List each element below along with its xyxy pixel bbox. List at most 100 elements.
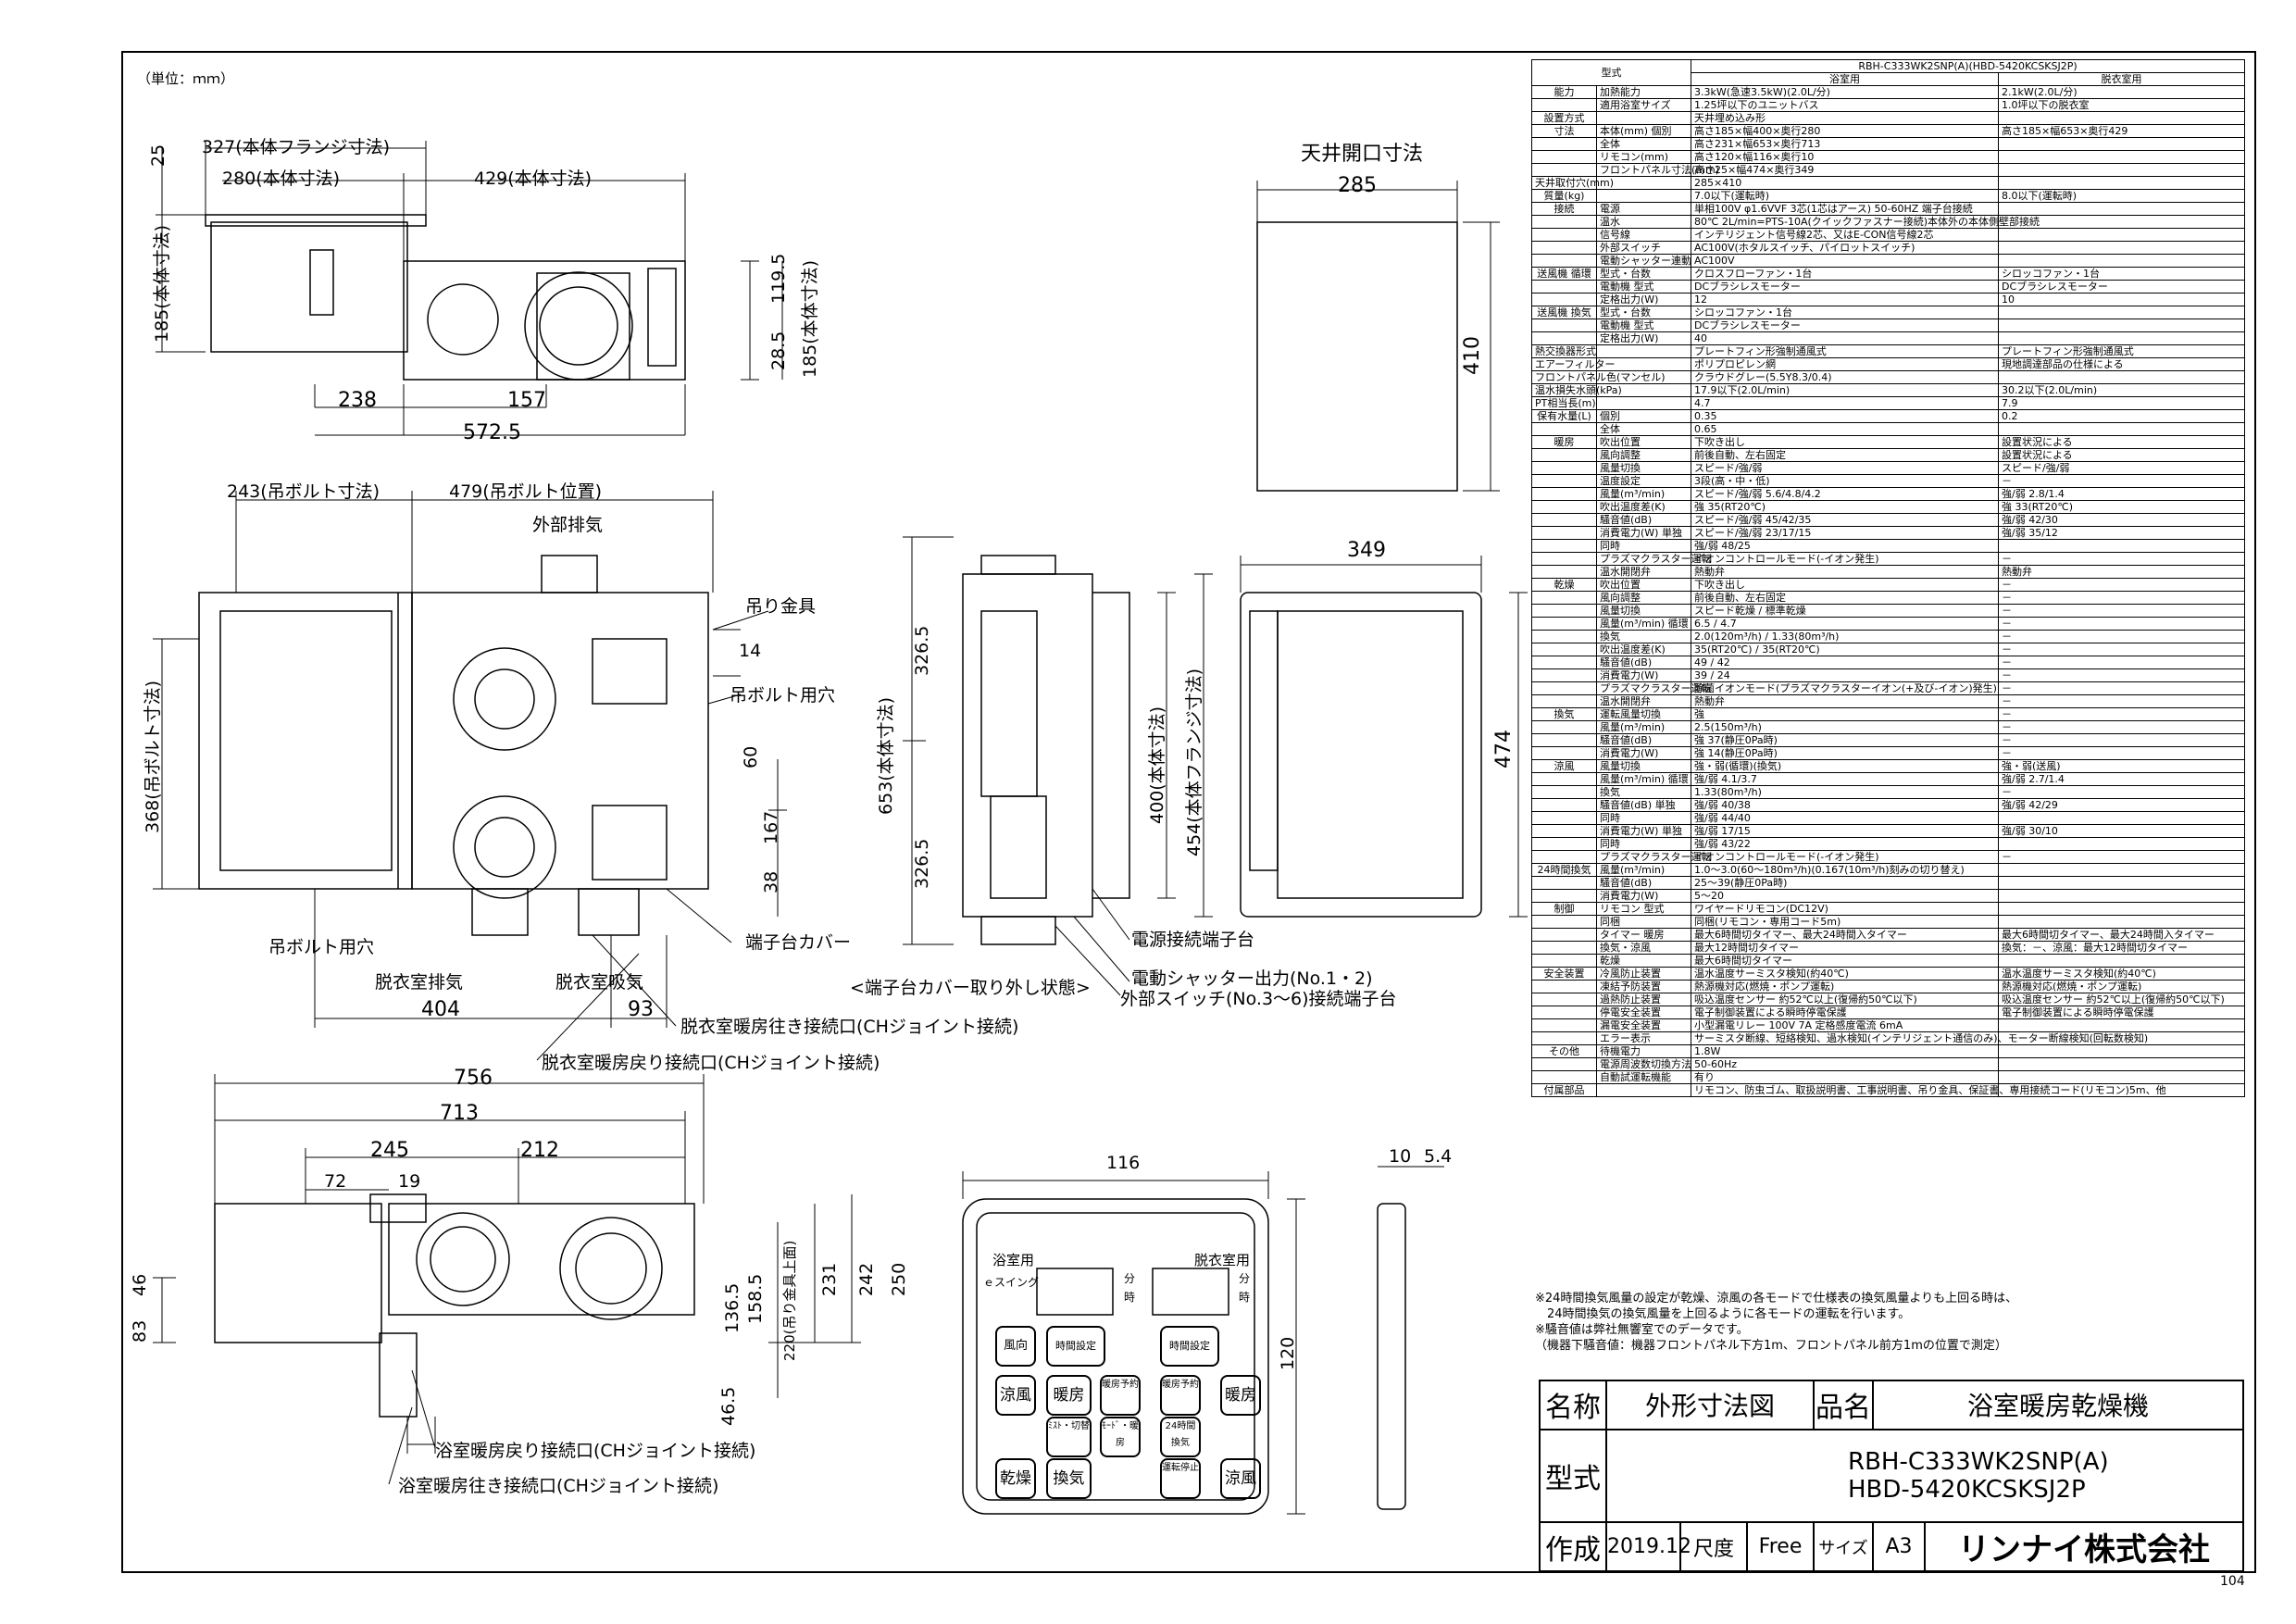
- spec-item: 温水: [1596, 215, 1691, 229]
- spec-item: 騒音値(dB): [1596, 656, 1691, 669]
- spec-category: [1531, 1031, 1597, 1045]
- spec-item: 吹出温度差(K): [1596, 500, 1691, 514]
- spec-bath-value: 高さ25×幅474×奥行349: [1691, 163, 1999, 177]
- remote-24h-button[interactable]: 24時間換気: [1160, 1417, 1201, 1457]
- spec-bath-value: 除菌イオンモード(プラズマクラスターイオン(+及び-イオン)発生): [1691, 681, 1999, 695]
- spec-item: 停電安全装置: [1596, 1006, 1691, 1019]
- remote-cool2-button[interactable]: 涼風: [1220, 1458, 1261, 1499]
- spec-changing-value: 熱源機対応(燃焼・ポンプ運転): [1997, 980, 2246, 993]
- spec-bath-value: 1.0～3.0(60～180m³/h)(0.167(10m³/h)刻みの切り替え…: [1691, 863, 1999, 877]
- spec-changing-value: [1997, 422, 2246, 436]
- spec-row: リモコン(mm)高さ120×幅116×奥行10: [1531, 150, 2246, 164]
- spec-category: 暖房: [1531, 435, 1597, 449]
- front-panel-width: 349: [1347, 539, 1386, 562]
- spec-row: 風量切換スピード乾燥 / 標準乾燥－: [1531, 604, 2246, 618]
- ceiling-opening-drawing: [1256, 181, 1500, 492]
- spec-row: 換気運転風量切換強－: [1531, 707, 2246, 721]
- spec-bath-value: スピード/強/弱: [1691, 461, 1999, 475]
- spec-changing-value: [1997, 1057, 2246, 1071]
- spec-item: 乾燥: [1596, 954, 1691, 968]
- spec-changing-value: －: [1997, 604, 2246, 618]
- remote-mist-button[interactable]: ﾐｽﾄ・切替: [1046, 1417, 1092, 1457]
- spec-changing-value: プレートフィン形強制通風式: [1997, 344, 2246, 358]
- spec-row: 同時強/弱 43/22: [1531, 837, 2246, 851]
- spec-changing-value: 換気：－、涼風：最大12時間切タイマー: [1997, 941, 2246, 955]
- spec-changing-value: 設置状況による: [1997, 448, 2246, 462]
- spec-changing-value: 30.2以下(2.0L/min): [1997, 383, 2246, 397]
- spec-category: 乾燥: [1531, 578, 1597, 592]
- tb-model-label: 型式: [1539, 1428, 1607, 1524]
- remote-vent-button[interactable]: 換気: [1046, 1458, 1092, 1499]
- spec-item: [1596, 344, 1691, 358]
- unit-label: （単位：ｍｍ）: [137, 70, 235, 87]
- spec-item: 型式・台数: [1596, 267, 1691, 281]
- spec-row: プラズマクラスター運転除菌イオンモード(プラズマクラスターイオン(+及び-イオン…: [1531, 681, 2246, 695]
- spec-item: 電動機 型式: [1596, 280, 1691, 294]
- spec-row: 凍結予防装置熱源機対応(燃焼・ポンプ運転)熱源機対応(燃焼・ポンプ運転): [1531, 980, 2246, 993]
- label-bolt-hole: 吊ボルト用穴: [730, 685, 836, 706]
- remote-heat2-button[interactable]: 暖房: [1220, 1375, 1261, 1416]
- spec-row: 天井取付穴(mm)285×410: [1531, 176, 2246, 190]
- spec-row: 送風機 換気型式・台数シロッコファン・1台: [1531, 306, 2246, 319]
- remote-dry-button[interactable]: 乾燥: [995, 1458, 1036, 1499]
- spec-changing-value: [1997, 1083, 2246, 1097]
- spec-item: 消費電力(W) 単独: [1596, 824, 1691, 838]
- spec-item: 騒音値(dB): [1596, 513, 1691, 527]
- drawing-frame: [121, 51, 2256, 1573]
- label-hanger: 吊り金具: [745, 596, 817, 617]
- spec-changing-value: [1997, 228, 2246, 242]
- spec-bath-value: 小型漏電リレー 100V 7A 定格感度電流 6mA: [1691, 1018, 1999, 1032]
- label-ch-return: 脱衣室暖房戻り接続口(CHジョイント接続): [542, 1053, 880, 1073]
- spec-category: [1531, 500, 1597, 514]
- spec-item: 温度設定: [1596, 474, 1691, 488]
- spec-changing-value: －: [1997, 643, 2246, 656]
- dim-25: 25: [148, 144, 168, 167]
- spec-changing-value: [1997, 863, 2246, 877]
- remote-time-set2-button[interactable]: 時間設定: [1160, 1326, 1219, 1367]
- spec-changing-value: [1997, 876, 2246, 890]
- note-line: 24時間換気の換気風量を上回るように各モードの運転を行います。: [1535, 1307, 1911, 1321]
- remote-mode-button[interactable]: ﾓｰﾄﾞ・暖房: [1100, 1417, 1141, 1457]
- dim-245: 245: [370, 1139, 409, 1162]
- spec-category: 送風機 換気: [1531, 306, 1597, 319]
- dim-167: 167: [761, 810, 781, 844]
- spec-item: 漏電安全装置: [1596, 1018, 1691, 1032]
- spec-bath-value: 4.7: [1691, 396, 1999, 410]
- label-bath-supply: 浴室暖房往き接続口(CHジョイント接続): [398, 1476, 719, 1496]
- remote-stop-button[interactable]: 運転停止: [1160, 1458, 1201, 1499]
- spec-changing-value: [1997, 150, 2246, 164]
- remote-min2: 分: [1239, 1272, 1251, 1285]
- spec-item: 風量切換: [1596, 604, 1691, 618]
- spec-bath-value: 80℃ 2L/min=PTS-10A(クイックファスナー接続)本体外の本体側壁部…: [1691, 215, 2040, 229]
- spec-row: エラー表示サーミスタ断線、短絡検知、過水検知(インテリジェント通信のみ)、モータ…: [1531, 1031, 2246, 1045]
- spec-category: [1531, 539, 1597, 553]
- remote-fan-button[interactable]: 風向: [995, 1326, 1036, 1367]
- remote-heat-reserve2-button[interactable]: 暖房予約: [1160, 1375, 1201, 1416]
- spec-row: プラズマクラスター運転イオンコントロールモード(-イオン発生)－: [1531, 552, 2246, 566]
- spec-changing-header: 脱衣室用: [1997, 72, 2246, 86]
- spec-changing-value: 熱動弁: [1997, 565, 2246, 579]
- spec-row: 吹出温度差(K)強 35(RT20℃)強 33(RT20℃): [1531, 500, 2246, 514]
- spec-row: 涼風風量切換強・弱(循環)(換気)強・弱(送風): [1531, 759, 2246, 773]
- spec-category: [1531, 656, 1597, 669]
- spec-category: [1531, 811, 1597, 825]
- remote-time-set-button[interactable]: 時間設定: [1046, 1326, 1105, 1367]
- remote-cool-button[interactable]: 涼風: [995, 1375, 1036, 1416]
- spec-item: プラズマクラスター運転: [1596, 681, 1712, 695]
- remote-heat-reserve-button[interactable]: 暖房予約: [1100, 1375, 1141, 1416]
- spec-changing-value: [1997, 1044, 2246, 1058]
- remote-heat-button[interactable]: 暖房: [1046, 1375, 1092, 1416]
- label-changing-intake: 脱衣室吸気: [555, 972, 644, 993]
- dim-flange-width: 327(本体フランジ寸法): [202, 137, 391, 157]
- spec-category: PT相当長(m): [1531, 396, 1597, 410]
- dim-185: 185(本体寸法): [152, 224, 172, 343]
- spec-bath-value: インテリジェント信号線2芯、又はE-CON信号線2芯: [1691, 228, 1999, 242]
- spec-item: 風量(m³/min): [1596, 487, 1691, 501]
- remote-min: 分: [1124, 1272, 1136, 1285]
